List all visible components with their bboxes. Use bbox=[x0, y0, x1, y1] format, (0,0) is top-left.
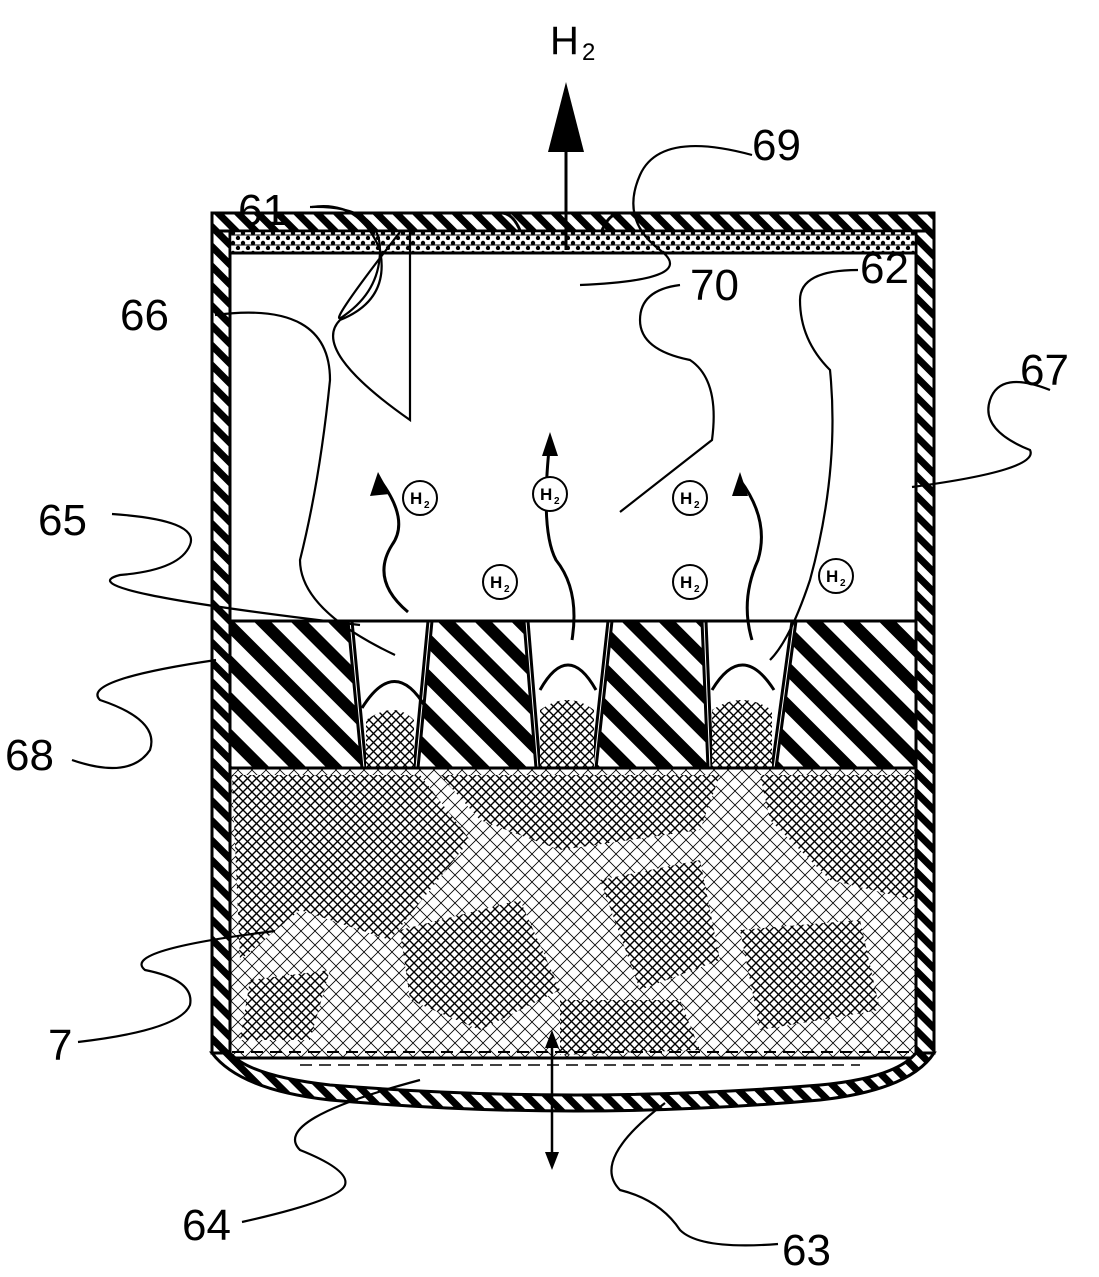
membrane-layer bbox=[228, 229, 918, 255]
svg-text:2: 2 bbox=[694, 584, 700, 595]
label-64: 64 bbox=[182, 1201, 231, 1250]
hydrogen-output-label: H 2 bbox=[550, 19, 595, 66]
meniscus-domes bbox=[360, 663, 776, 709]
label-68: 68 bbox=[5, 731, 54, 780]
svg-text:2: 2 bbox=[424, 500, 430, 511]
svg-text:2: 2 bbox=[504, 584, 510, 595]
gas-symbol: H bbox=[550, 19, 579, 63]
svg-text:H: H bbox=[490, 573, 502, 592]
svg-text:2: 2 bbox=[840, 578, 846, 589]
label-65: 65 bbox=[38, 496, 87, 545]
svg-text:2: 2 bbox=[554, 496, 560, 507]
label-7: 7 bbox=[48, 1021, 72, 1070]
label-63: 63 bbox=[782, 1226, 831, 1275]
hydrogen-output-arrow bbox=[548, 82, 584, 250]
label-61: 61 bbox=[238, 186, 287, 235]
gas-subscript: 2 bbox=[582, 39, 595, 66]
label-67: 67 bbox=[1020, 346, 1069, 395]
diaphragm-motion-arrow bbox=[545, 1030, 559, 1170]
svg-text:2: 2 bbox=[694, 500, 700, 511]
svg-text:H: H bbox=[540, 485, 552, 504]
reactant-mass bbox=[228, 700, 918, 1060]
reference-labels: 61 62 63 64 65 66 67 68 69 70 7 bbox=[5, 121, 1069, 1275]
label-69: 69 bbox=[752, 121, 801, 170]
svg-text:H: H bbox=[826, 567, 838, 586]
flexible-diaphragm bbox=[208, 1051, 937, 1113]
leader-lines bbox=[71, 145, 1051, 1247]
svg-text:H: H bbox=[680, 489, 692, 508]
svg-text:H: H bbox=[410, 489, 422, 508]
label-66: 66 bbox=[120, 291, 169, 340]
label-70: 70 bbox=[690, 261, 739, 310]
label-62: 62 bbox=[860, 244, 909, 293]
svg-text:H: H bbox=[680, 573, 692, 592]
separator-plate bbox=[228, 619, 918, 770]
container-wall bbox=[210, 211, 936, 1055]
